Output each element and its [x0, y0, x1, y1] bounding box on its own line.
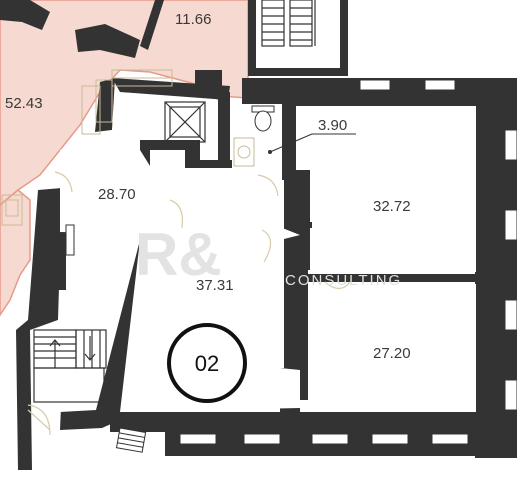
staircase-icon — [261, 0, 316, 47]
windows — [65, 79, 517, 453]
room-area-hall: 28.70 — [98, 186, 136, 203]
room-area-bath: 3.90 — [318, 117, 347, 134]
room-area-neighbor-top: 11.66 — [175, 11, 211, 28]
bath-leader-line — [269, 133, 313, 153]
room-area-right-bottom: 27.20 — [373, 345, 411, 362]
sink-icon — [233, 137, 255, 167]
unit-number-badge: 02 — [167, 323, 247, 403]
watermark-text: CONSULTING — [285, 272, 402, 289]
neighbor-fixture — [1, 194, 23, 226]
watermark-logo: R& — [135, 221, 222, 288]
room-area-main: 37.31 — [196, 277, 234, 294]
elevator-icon — [164, 101, 206, 143]
door-arcs — [27, 171, 351, 436]
room-area-right-top: 32.72 — [373, 198, 411, 215]
stair-shaft-top — [248, 0, 348, 76]
room-area-neighbor-left: 52.43 — [5, 95, 43, 112]
neighbor-unit-left — [0, 189, 31, 317]
unit-number: 02 — [195, 351, 219, 376]
toilet-icon — [251, 105, 275, 132]
bath-leader-dot — [268, 150, 272, 154]
staircase-icon-bottom — [33, 329, 107, 403]
hall-fixtures — [81, 69, 173, 135]
